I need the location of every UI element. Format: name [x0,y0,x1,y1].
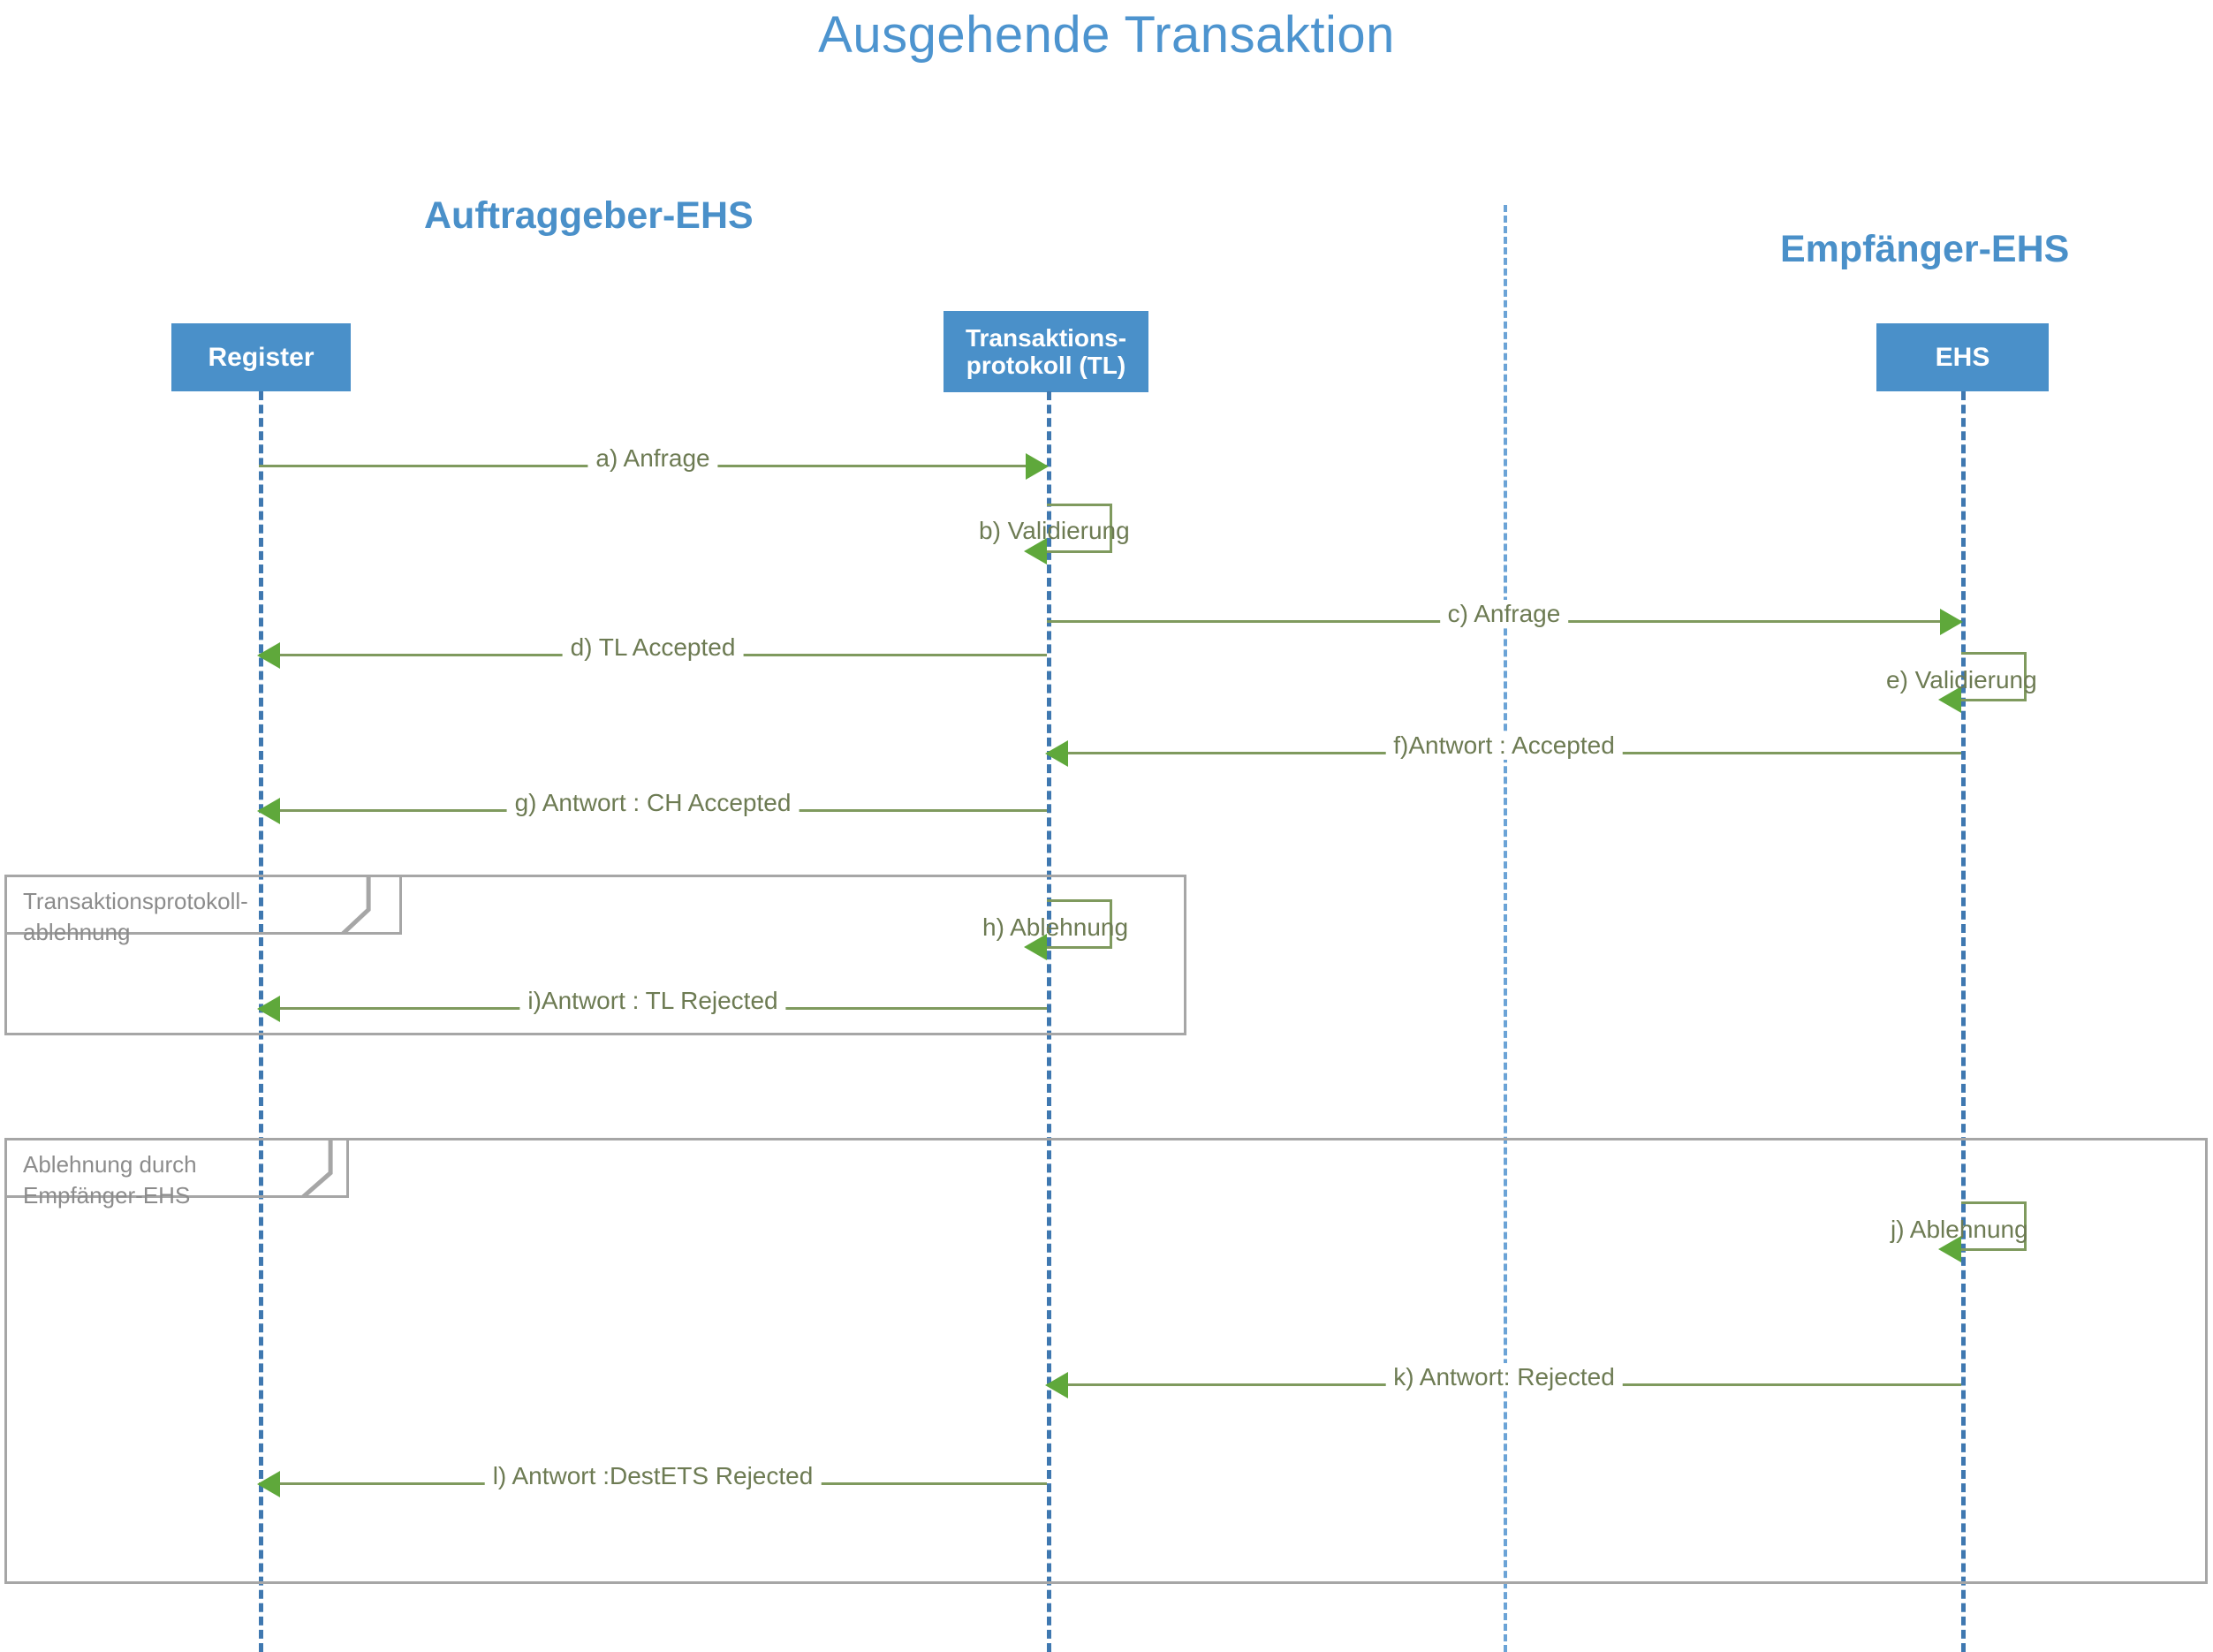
message-label: k) Antwort: Rejected [1385,1363,1623,1391]
fragment-tab-shape [4,875,399,935]
group-heading-empfaenger-ehs: Empfänger-EHS [1780,228,2070,270]
arrowhead-left-icon [1938,686,1961,713]
message-k-antwort-rejected[interactable]: k) Antwort: Rejected [1045,1363,1961,1398]
fragment-transaktionsprotokoll-ablehnung: Transaktionsprotokoll- ablehnung [4,875,1186,1035]
message-label: i)Antwort : TL Rejected [519,987,786,1015]
participant-ehs[interactable]: EHS [1876,323,2049,391]
message-label: a) Anfrage [587,444,718,473]
message-d-tl-accepted[interactable]: d) TL Accepted [257,633,1047,669]
message-label-e-validierung: e) Validierung [1886,666,2037,693]
page-title: Ausgehende Transaktion [818,6,1395,64]
fragment-tab [4,1138,349,1198]
message-label-h-ablehnung: h) Ablehnung [982,913,1129,941]
message-h-ablehnung[interactable] [1024,899,1112,960]
message-c-anfrage[interactable]: c) Anfrage [1047,600,1963,635]
message-label-b-validierung: b) Validierung [979,517,1130,544]
arrowhead-left-icon [257,642,280,669]
arrowhead-left-icon [1024,538,1047,565]
arrowhead-left-icon [1938,1236,1961,1262]
message-g-antwort-ch-accepted[interactable]: g) Antwort : CH Accepted [257,789,1047,824]
fragment-tab-shape [4,1138,346,1197]
message-j-ablehnung[interactable] [1938,1201,2027,1262]
fragment-ablehnung-durch-empfaenger-ehs: Ablehnung durch Empfänger-EHS [4,1138,2208,1584]
message-i-antwort-tl-rejected[interactable]: i)Antwort : TL Rejected [257,987,1047,1022]
fragment-label-ablehnung-durch-empfaenger-ehs: Ablehnung durch Empfänger-EHS [23,1151,197,1209]
domain-boundary-divider [1504,205,1507,1652]
message-label: f)Antwort : Accepted [1385,731,1623,760]
fragment-label-transaktionsprotokoll-ablehnung: Transaktionsprotokoll- ablehnung [23,888,248,946]
message-label: l) Antwort :DestETS Rejected [484,1462,822,1490]
message-label-j-ablehnung: j) Ablehnung [1891,1216,2028,1243]
arrowhead-left-icon [257,798,280,824]
arrowhead-right-icon [1940,609,1963,635]
message-label: c) Anfrage [1439,600,1569,628]
group-heading-auftraggeber-ehs: Auftraggeber-EHS [424,194,754,237]
arrowhead-left-icon [1045,740,1068,767]
message-l-antwort-destets-rejected[interactable]: l) Antwort :DestETS Rejected [257,1462,1047,1497]
message-label: d) TL Accepted [562,633,744,662]
message-e-validierung[interactable] [1938,652,2027,713]
arrowhead-left-icon [257,996,280,1022]
message-f-antwort-accepted[interactable]: f)Antwort : Accepted [1045,731,1961,767]
lifeline-ehs [1961,391,1966,1652]
participant-register[interactable]: Register [171,323,351,391]
fragment-tab [4,875,402,935]
lifeline-transaktionsprotokoll [1047,391,1051,1652]
arrowhead-left-icon [1045,1372,1068,1398]
arrowhead-left-icon [1024,934,1047,960]
message-b-validierung[interactable] [1024,504,1112,565]
message-a-anfrage[interactable]: a) Anfrage [259,444,1049,480]
arrowhead-left-icon [257,1471,280,1497]
participant-transaktionsprotokoll[interactable]: Transaktions- protokoll (TL) [944,311,1148,392]
message-label: g) Antwort : CH Accepted [506,789,800,817]
arrowhead-right-icon [1026,453,1049,480]
